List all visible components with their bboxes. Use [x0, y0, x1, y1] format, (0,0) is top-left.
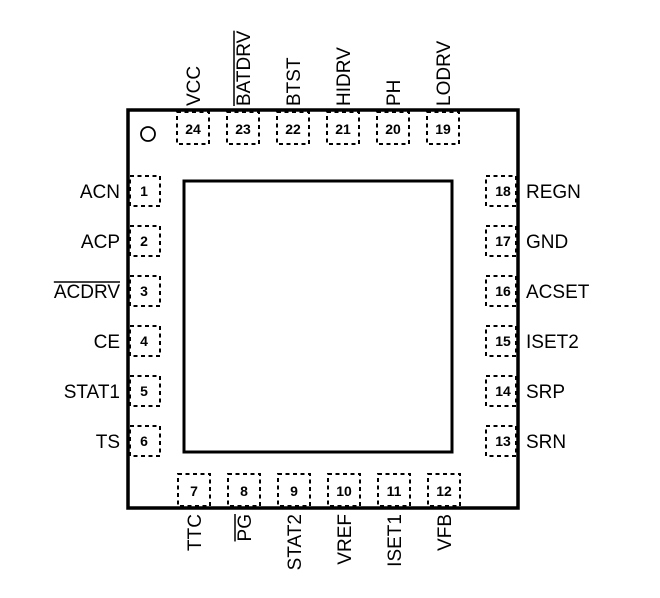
pin-number: 5: [140, 383, 148, 399]
pin-pad: [485, 375, 517, 407]
pin-pad: [485, 425, 517, 457]
pin-number: 14: [495, 383, 511, 399]
pin-label: GND: [526, 232, 568, 253]
pin-pad: [129, 375, 161, 407]
pin-pad: [277, 473, 311, 507]
pin-pad: [276, 111, 310, 145]
pin-label: TS: [96, 432, 120, 453]
pin-label: BTST: [284, 57, 305, 106]
pin-pad: [177, 473, 211, 507]
pin-label: VFB: [435, 514, 456, 551]
pin-label: PH: [384, 80, 405, 106]
pin-pad: [129, 275, 161, 307]
pin-label: ACP: [81, 232, 120, 253]
pin-label: TTC: [185, 514, 206, 551]
pin-number: 2: [140, 233, 148, 249]
pin-number: 16: [495, 283, 511, 299]
thermal-pad: [182, 179, 454, 454]
pin-number: 20: [385, 121, 401, 137]
pin-pad: [376, 111, 410, 145]
pin-pad: [226, 111, 260, 145]
pin-pad: [129, 425, 161, 457]
pin-number: 3: [140, 283, 148, 299]
pin-number: 17: [495, 233, 511, 249]
pin-label: ACN: [80, 182, 120, 203]
pin-number: 12: [436, 483, 452, 499]
pin-label: SRN: [526, 432, 566, 453]
pin1-marker: [140, 126, 156, 142]
pin-label: REGN: [526, 182, 581, 203]
pin-pad: [426, 111, 460, 145]
pin-number: 11: [387, 483, 402, 499]
pin-label: ISET2: [526, 332, 579, 353]
pin-number: 13: [495, 433, 511, 449]
pin-label: VREF: [335, 514, 356, 565]
pin-pad: [129, 175, 161, 207]
pin-pad: [326, 111, 360, 145]
pin-number: 10: [336, 483, 352, 499]
pin-label: VCC: [184, 66, 205, 106]
pin-pad: [129, 225, 161, 257]
pin-number: 23: [235, 121, 251, 137]
pin-pad: [129, 325, 161, 357]
pin-pad: [427, 473, 461, 507]
pin-number: 4: [140, 333, 148, 349]
pin-pad: [227, 473, 261, 507]
pin-label: HIDRV: [334, 47, 355, 106]
pin-number: 6: [140, 433, 148, 449]
pin-label: PG: [235, 514, 256, 541]
pin-label: ACDRV: [54, 282, 120, 303]
pin-number: 24: [185, 121, 201, 137]
pin-number: 1: [140, 183, 148, 199]
pin-number: 9: [290, 483, 298, 499]
package-body: [126, 108, 520, 510]
pin-number: 18: [495, 183, 511, 199]
pin-pad: [485, 175, 517, 207]
pin-label: LODRV: [434, 41, 455, 106]
pin-pad: [176, 111, 210, 145]
pin-pad: [485, 225, 517, 257]
pin-pad: [377, 473, 411, 507]
pin-number: 7: [190, 483, 198, 499]
pin-number: 22: [285, 121, 301, 137]
pin-label: STAT1: [64, 382, 120, 403]
pin-pad: [485, 275, 517, 307]
pin-number: 15: [495, 333, 511, 349]
pin-pad: [485, 325, 517, 357]
pin-number: 19: [435, 121, 451, 137]
pin-label: STAT2: [285, 514, 306, 570]
pin-pad: [327, 473, 361, 507]
pin-number: 8: [240, 483, 248, 499]
pin-label: ACSET: [526, 282, 590, 303]
pin-label: ISET1: [385, 514, 406, 567]
pin-label: CE: [94, 332, 120, 353]
pin-label: BATDRV: [234, 30, 255, 106]
pin-number: 21: [335, 121, 351, 137]
pin-label: SRP: [526, 382, 565, 403]
